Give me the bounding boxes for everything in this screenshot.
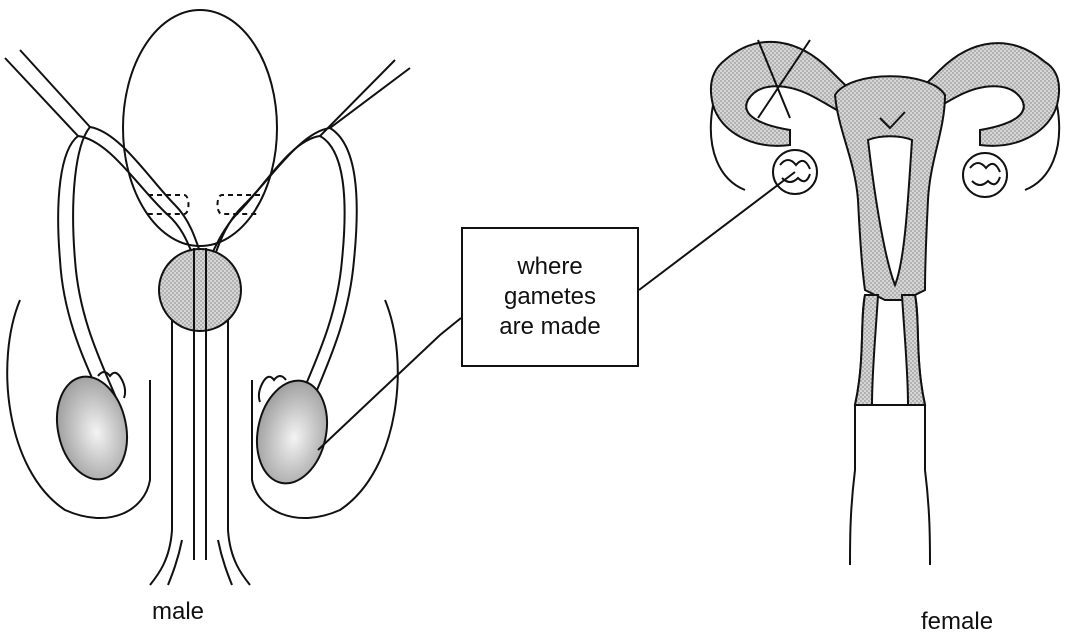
male-diagram <box>5 10 410 585</box>
testis-right <box>248 374 336 490</box>
callout-line-1: where <box>517 252 582 282</box>
sperm-duct-right <box>292 60 395 420</box>
pointer-to-ovary <box>639 172 795 290</box>
gamete-callout-box: where gametes are made <box>461 227 639 367</box>
callout-line-3: are made <box>499 312 600 342</box>
bladder <box>123 10 277 246</box>
female-label: female <box>921 608 993 636</box>
sperm-duct-left <box>5 58 110 420</box>
testis-left <box>48 370 136 486</box>
callout-line-2: gametes <box>504 282 596 312</box>
pointer-to-testis <box>318 318 461 450</box>
ovary-right <box>963 153 1007 197</box>
female-diagram <box>711 40 1059 565</box>
male-label: male <box>152 598 204 626</box>
penis <box>150 320 172 585</box>
prostate-gland <box>159 249 241 331</box>
